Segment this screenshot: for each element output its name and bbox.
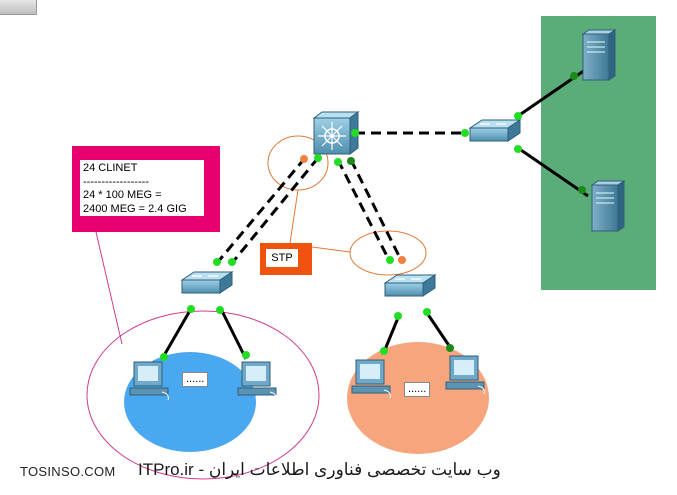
server-bottom[interactable] — [590, 180, 626, 232]
pc-right-1[interactable] — [351, 359, 391, 399]
lan-left-outline — [86, 310, 320, 480]
link-left-switch-pc1 — [160, 306, 194, 360]
server-switch[interactable] — [468, 119, 522, 142]
link-right-switch-pc2 — [425, 312, 454, 351]
bandwidth-note: 24 CLINET ------------------ 24 * 100 ME… — [72, 146, 220, 232]
lan-left-more-hosts: ...... — [182, 372, 209, 387]
stp-label-box: STP — [260, 243, 312, 275]
note-pointer-line — [95, 231, 123, 345]
stp-label: STP — [266, 249, 298, 267]
bandwidth-note-text: 24 CLINET ------------------ 24 * 100 ME… — [80, 160, 204, 216]
note-line-2: ------------------ — [83, 175, 149, 188]
stp-pointer-right — [311, 246, 351, 253]
link-core-right-a — [336, 159, 392, 263]
pc-right-2[interactable] — [445, 355, 485, 395]
pc-left-1[interactable] — [129, 361, 169, 401]
link-left-switch-pc2 — [218, 306, 248, 360]
stp-pointer-left — [289, 189, 299, 244]
link-core-left-a — [215, 157, 307, 264]
window-corner-widget — [0, 0, 37, 15]
access-switch-right[interactable] — [383, 274, 437, 297]
lan-right-more-hosts: ...... — [404, 382, 431, 397]
server-top[interactable] — [581, 29, 617, 81]
link-core-right-b — [349, 159, 404, 263]
stp-highlight-right — [349, 230, 427, 276]
footer-brand-right: ITPro.ir - وب سایت تخصصی فناوری اطلاعات … — [138, 460, 501, 479]
footer-brand-left: TOSINSO.COM — [20, 464, 116, 479]
note-line-4: 2400 MEG = 2.4 GIG — [83, 202, 187, 215]
note-line-3: 24 * 100 MEG = — [83, 189, 162, 201]
port-lights — [160, 72, 586, 361]
access-switch-left[interactable] — [180, 271, 234, 294]
link-core-left-b — [230, 157, 320, 264]
link-switch-server-bottom — [517, 146, 589, 198]
pc-left-2[interactable] — [237, 361, 277, 401]
note-line-1: 24 CLINET — [83, 162, 138, 174]
